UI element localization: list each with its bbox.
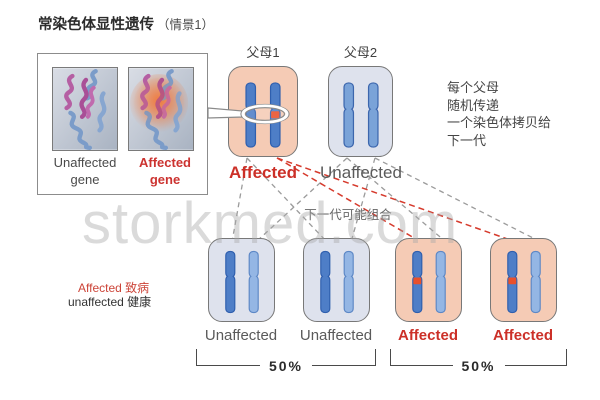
offspring4-chromosome-pair — [506, 250, 541, 314]
parent1-name: 父母1 — [246, 45, 280, 60]
unaffected-gene-label: Unaffected gene — [45, 154, 125, 188]
mutation-segment — [412, 277, 421, 285]
affected-gene-label-line1: Affected — [138, 155, 191, 170]
offspring4-status-label: Affected — [492, 327, 553, 344]
offspring3-card — [395, 238, 462, 322]
offspring3-status-label: Affected — [397, 327, 458, 344]
legend-unaffected: unaffected 健康 — [68, 295, 152, 309]
inheritance-note: 每个父母 随机传递 一个染色体拷贝给 下一代 — [447, 79, 551, 149]
gene-legend-box: Unaffected gene Affected gene — [37, 53, 208, 195]
offspring1-chromosome-pair — [224, 250, 259, 314]
probability-label-affected: 50% — [452, 358, 505, 374]
title-scenario: （情景1） — [157, 18, 214, 32]
offspring4-card — [490, 238, 557, 322]
offspring1-status-label: Unaffected — [204, 327, 278, 344]
unaffected-gene-label-line2: gene — [70, 172, 100, 187]
parent1-chromosome-pair — [245, 82, 281, 148]
note-line-4: 下一代 — [447, 132, 487, 148]
affected-gene-image — [128, 67, 194, 151]
affected-gene-label: Affected gene — [125, 154, 205, 188]
affected-gene-label-line2: gene — [149, 172, 181, 187]
note-line-3: 一个染色体拷贝给 — [447, 115, 552, 130]
offspring2-card — [303, 238, 370, 322]
mutation-segment — [507, 277, 516, 285]
page-title: 常染色体显性遗传（情景1） — [38, 13, 214, 34]
offspring1-card — [208, 238, 275, 322]
mutation-segment — [271, 111, 280, 119]
note-line-1: 每个父母 — [447, 80, 500, 95]
parent2-name: 父母2 — [343, 45, 378, 60]
probability-label-unaffected: 50% — [259, 358, 313, 374]
parent2-chromosome-pair — [342, 82, 379, 148]
title-main: 常染色体显性遗传 — [38, 17, 154, 33]
note-line-2: 随机传递 — [447, 97, 500, 113]
parent2-status-label: Unaffected — [320, 163, 402, 182]
parent1-card — [228, 66, 298, 157]
unaffected-gene-label-line1: Unaffected — [53, 155, 117, 170]
legend-affected: Affected 致病 — [78, 281, 150, 295]
probability-bracket-affected: 50% — [390, 349, 567, 374]
parent2-card — [328, 66, 393, 157]
unaffected-gene-image — [52, 67, 118, 151]
offspring3-chromosome-pair — [411, 250, 446, 314]
offspring-heading: 下一代可能组合 — [304, 208, 392, 222]
offspring2-status-label: Unaffected — [299, 327, 373, 344]
probability-bracket-unaffected: 50% — [196, 349, 376, 374]
offspring2-chromosome-pair — [319, 250, 354, 314]
parent1-status-label: Affected — [228, 163, 297, 182]
